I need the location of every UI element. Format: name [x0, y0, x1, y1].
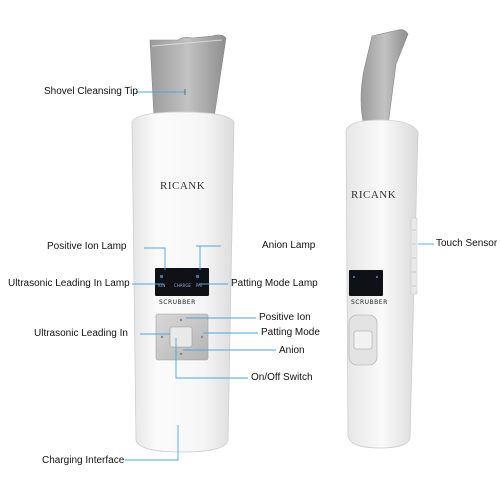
side-scrubber-text: SCRUBBER: [351, 299, 388, 306]
label-patting-mode-lamp: Patting Mode Lamp: [231, 278, 318, 289]
on-off-button[interactable]: [169, 326, 193, 348]
patting-lamp-dot: [196, 275, 199, 278]
label-touch-sensor: Touch Sensor: [436, 238, 498, 249]
side-on-off-button[interactable]: [353, 330, 373, 350]
side-brand-text: RICANK: [351, 189, 396, 201]
display-pat-text: PAT: [196, 283, 204, 288]
display-charge-text: CHARGE: [174, 283, 191, 288]
front-brand-text: RICANK: [160, 180, 205, 192]
label-anion: Anion: [279, 345, 305, 356]
label-charging-interface: Charging Interface: [42, 455, 125, 466]
label-on-off-switch: On/Off Switch: [251, 372, 313, 383]
label-patting-mode: Patting Mode: [261, 327, 320, 338]
label-positive-ion-lamp: Positive Ion Lamp: [47, 241, 127, 252]
display-ion-text: ION: [158, 283, 165, 288]
front-device: RICANK ION CHARGE PAT SCRUBBER: [131, 34, 235, 453]
label-positive-ion: Positive Ion: [259, 312, 311, 323]
touch-sensor-strip[interactable]: [410, 217, 418, 295]
front-display: [155, 268, 209, 296]
label-ultrasonic-leading-in-lamp: Ultrasonic Leading In Lamp: [8, 278, 130, 289]
label-anion-lamp: Anion Lamp: [262, 240, 316, 251]
ultrasonic-lamp-dot: [160, 275, 163, 278]
label-shovel-cleansing-tip: Shovel Cleansing Tip: [44, 86, 138, 97]
side-shovel-blade: [360, 29, 409, 127]
label-ultrasonic-leading-in: Ultrasonic Leading In: [34, 328, 128, 339]
shovel-blade: [149, 34, 227, 119]
side-display: [349, 270, 383, 296]
front-scrubber-text: SCRUBBER: [159, 299, 196, 306]
side-device: RICANK SCRUBBER: [345, 29, 419, 449]
leader-lines: [125, 91, 434, 461]
